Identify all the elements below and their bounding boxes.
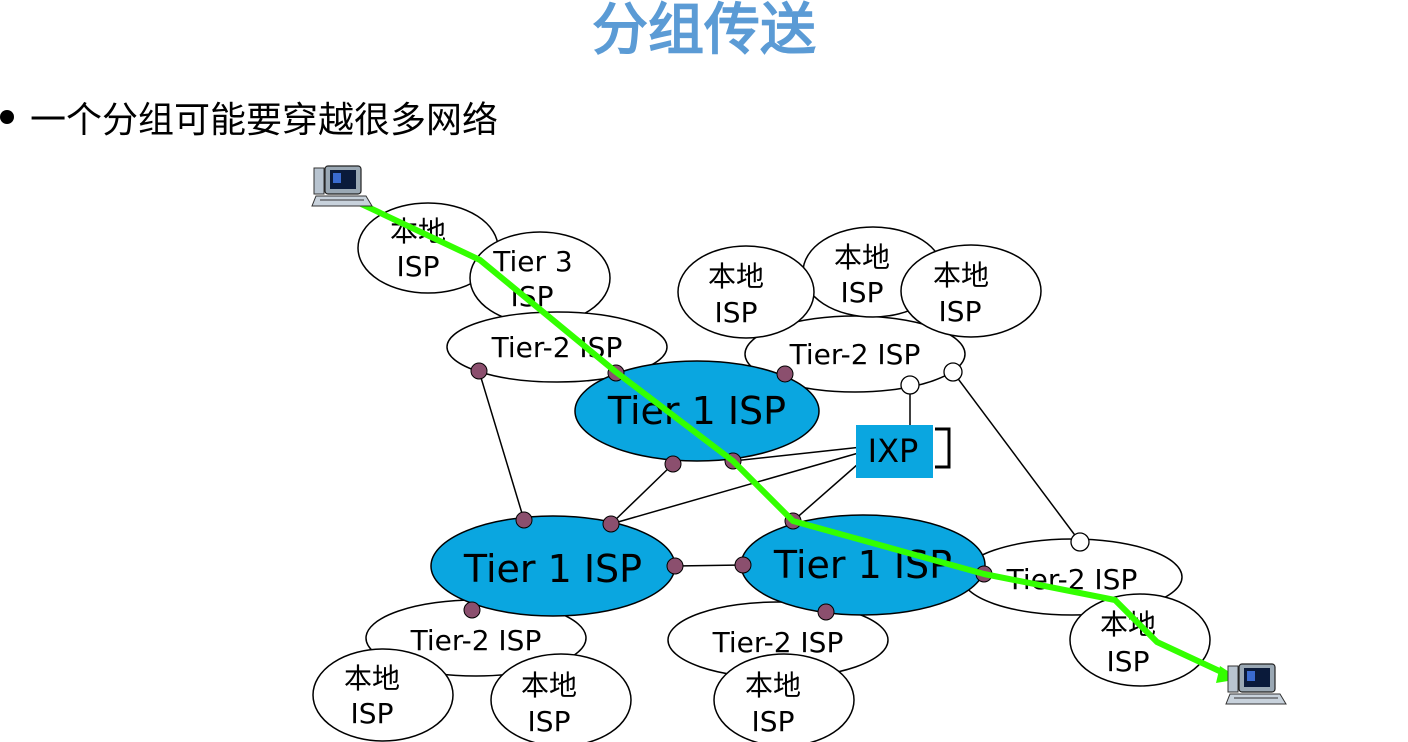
label-local-isp: 本地	[745, 669, 801, 702]
ixp-routers	[900, 362, 1090, 552]
router-dot	[515, 511, 533, 529]
label-tier2: Tier-2 ISP	[789, 338, 921, 371]
label-local-isp: ISP	[528, 705, 571, 738]
label-local-isp: ISP	[351, 697, 394, 730]
label-tier2: Tier-2 ISP	[712, 626, 844, 659]
local-isp-node	[677, 245, 815, 339]
label-local-isp: 本地	[521, 669, 577, 702]
link-line	[952, 371, 1081, 543]
packet-path-line	[352, 198, 1231, 678]
label-tier3: Tier 3	[492, 245, 572, 278]
label-local-isp: 本地	[344, 662, 400, 695]
label-tier1: Tier 1 ISP	[607, 389, 786, 433]
link-line	[674, 564, 744, 567]
label-local-isp: 本地	[933, 259, 989, 292]
ixp-bracket	[935, 427, 951, 469]
label-local-isp: ISP	[939, 295, 982, 328]
label-ixp: IXP	[868, 432, 919, 470]
label-tier3: ISP	[511, 280, 554, 313]
bullet-text: 一个分组可能要穿越很多网络	[30, 100, 499, 141]
link-line	[732, 446, 863, 462]
router-dot	[734, 556, 752, 574]
label-tier1: Tier 1 ISP	[773, 543, 952, 587]
label-local-isp: 本地	[708, 260, 764, 293]
router-dot	[817, 603, 835, 621]
label-local-isp: ISP	[1107, 645, 1150, 678]
router-dot	[664, 455, 682, 473]
router-dot-open	[1070, 532, 1090, 552]
label-local-isp: ISP	[715, 296, 758, 329]
router-dot	[470, 362, 488, 380]
router-dot	[602, 515, 620, 533]
link-line	[792, 456, 867, 522]
label-local-isp: ISP	[397, 250, 440, 283]
link-line	[610, 451, 863, 525]
host-computer-icon	[311, 165, 373, 207]
label-local-isp: ISP	[841, 276, 884, 309]
label-tier1: Tier 1 ISP	[463, 547, 642, 591]
slide-title: 分组传送	[592, 0, 816, 63]
label-local-isp: ISP	[752, 705, 795, 738]
local-isp-node	[490, 653, 632, 742]
local-isp-node	[713, 653, 855, 742]
router-dot	[666, 557, 684, 575]
label-local-isp: 本地	[834, 241, 890, 274]
router-dot-open	[943, 362, 963, 382]
local-isp-node	[900, 244, 1042, 338]
label-tier2: Tier-2 ISP	[410, 624, 542, 657]
bullet-item: 一个分组可能要穿越很多网络	[0, 92, 498, 142]
tier2-isp-node-top-left	[446, 311, 668, 383]
router-dot-open	[900, 375, 920, 395]
ixp-box	[856, 425, 933, 478]
bullet-dot-icon	[0, 110, 14, 124]
host-computer-icon	[1225, 663, 1287, 705]
router-dot	[463, 601, 481, 619]
local-isp-node	[312, 648, 454, 742]
link-line	[610, 463, 674, 525]
router-dot	[776, 365, 794, 383]
local-isp-node	[1069, 593, 1211, 687]
link-line	[478, 370, 525, 521]
